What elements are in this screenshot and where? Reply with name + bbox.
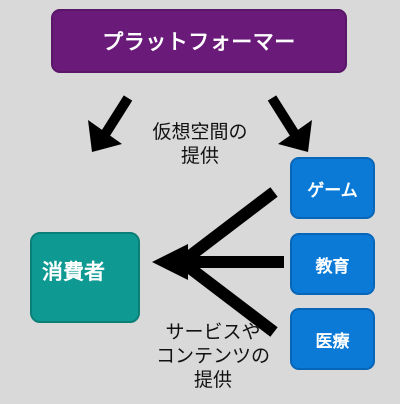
- content-service-label-line3: 提供: [193, 369, 232, 391]
- virtual-space-label: 仮想空間の 提供: [130, 120, 270, 168]
- arrow-services-to-consumer: [152, 187, 284, 337]
- content-service-label-line1: サービスや: [165, 321, 261, 343]
- service-label-education: 教育: [315, 256, 350, 277]
- consumer-box: 消費者: [30, 232, 140, 323]
- virtual-space-label-line1: 仮想空間の: [152, 121, 248, 143]
- virtual-space-label-line2: 提供: [180, 145, 219, 167]
- service-box-education: 教育: [290, 233, 375, 295]
- arrow-platform-to-services: [267, 95, 312, 152]
- content-service-label-line2: コンテンツの: [155, 345, 270, 367]
- platformer-label: プラットフォーマー: [102, 30, 296, 54]
- platformer-box: プラットフォーマー: [51, 9, 347, 73]
- consumer-label: 消費者: [42, 260, 105, 284]
- service-box-medical: 医療: [290, 308, 375, 370]
- service-label-game: ゲーム: [307, 180, 358, 201]
- service-label-medical: 医療: [315, 331, 350, 352]
- arrow-platform-to-consumer: [88, 95, 133, 152]
- service-box-game: ゲーム: [290, 157, 375, 219]
- content-service-label: サービスや コンテンツの 提供: [128, 320, 298, 392]
